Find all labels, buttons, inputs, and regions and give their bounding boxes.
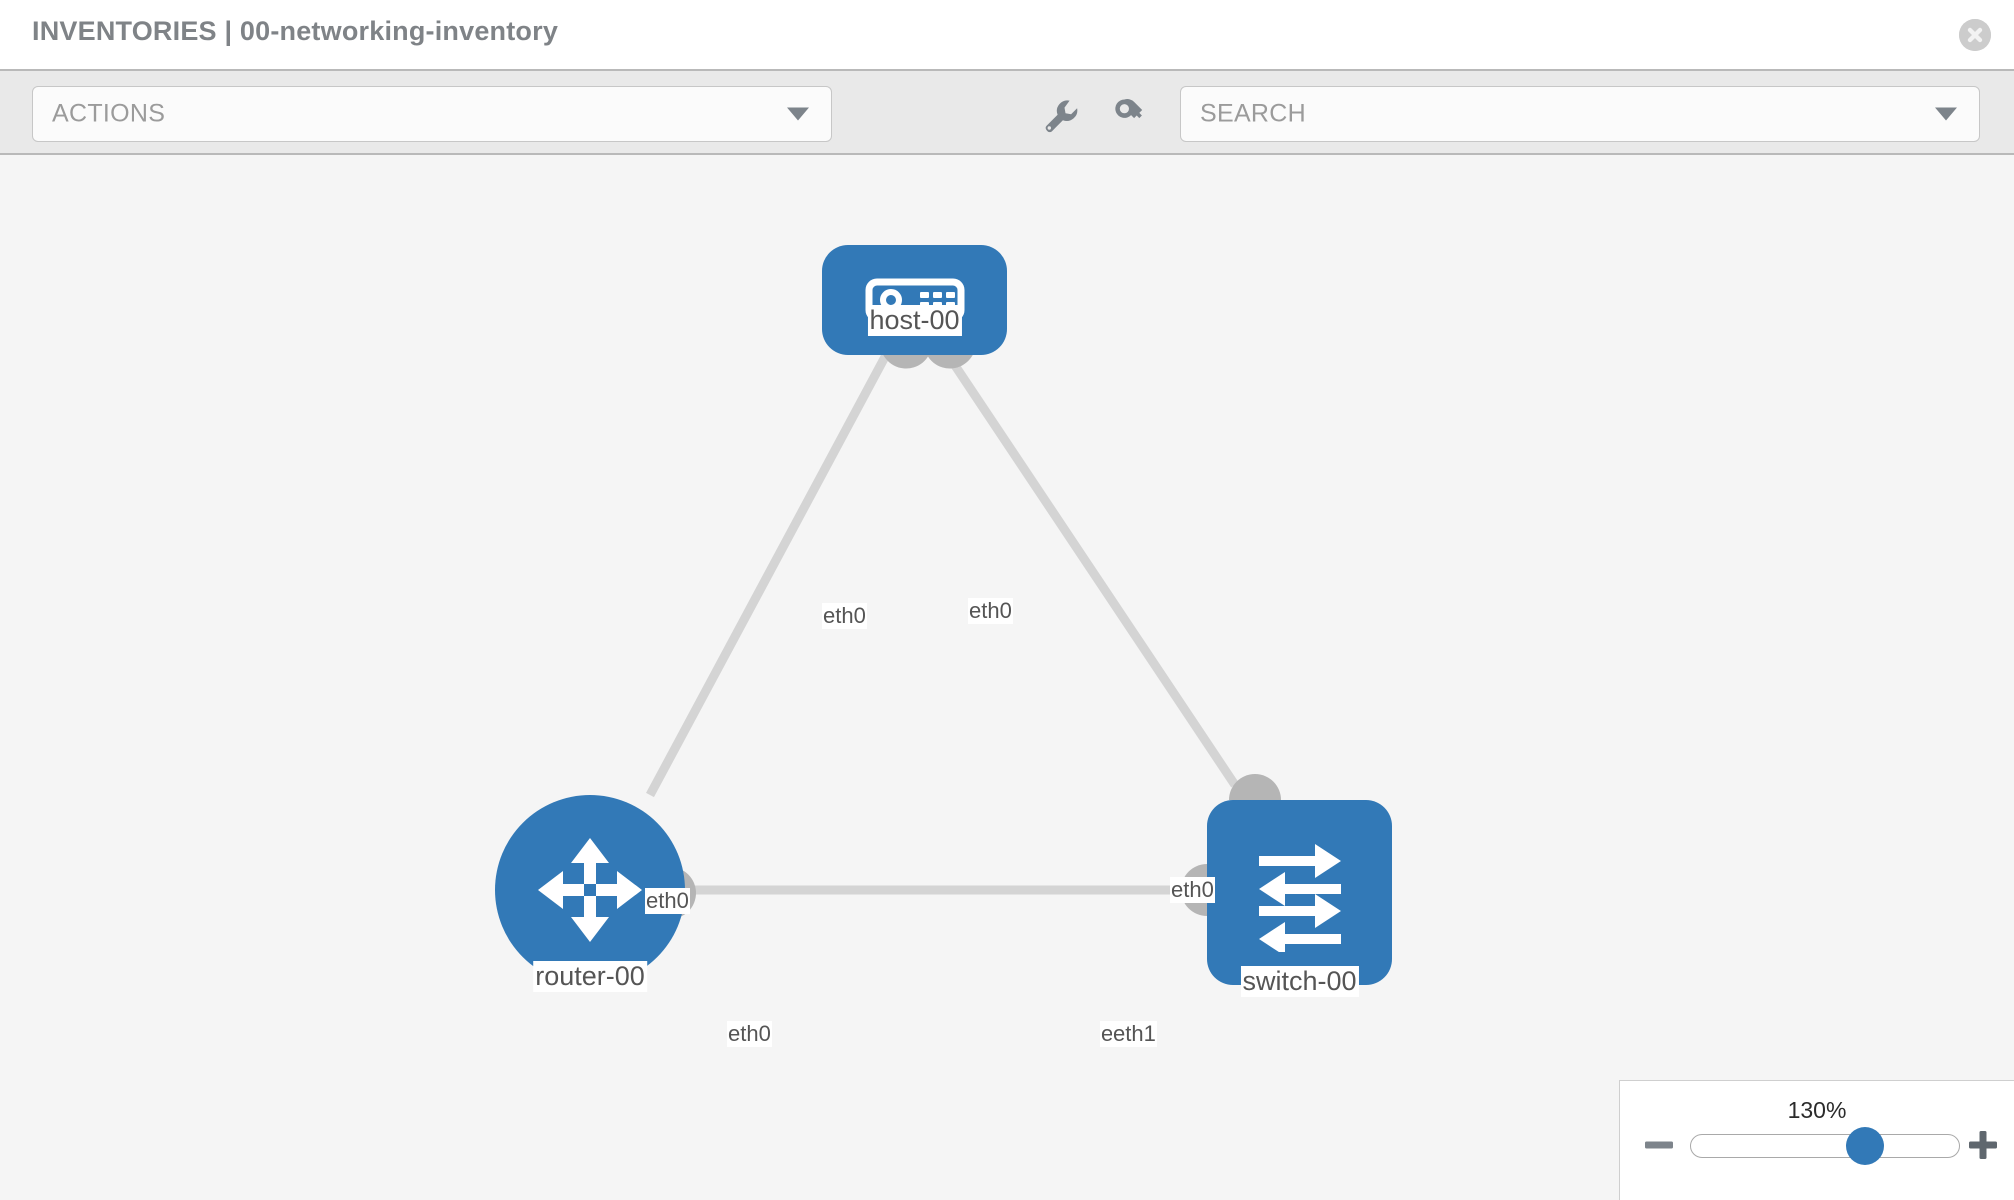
minus-icon[interactable] (1642, 1128, 1676, 1162)
page-title: INVENTORIES | 00-networking-inventory (32, 16, 559, 46)
search-input-placeholder: SEARCH (1200, 99, 1306, 128)
chevron-down-icon (1935, 107, 1957, 121)
window-header: INVENTORIES | 00-networking-inventory (0, 0, 2014, 69)
topology-canvas[interactable]: host-00 rou (0, 155, 2014, 1200)
iface-label-switch-up: eth0 (1170, 877, 1215, 903)
node-router-00[interactable]: router-00 (495, 795, 696, 992)
iface-label-switch-left: eth1 (1112, 1021, 1157, 1047)
router-arrows-icon (538, 838, 642, 942)
node-switch-00[interactable]: switch-00 (1181, 774, 1392, 997)
iface-label-router-right: eth0 (727, 1021, 772, 1047)
topology-links (646, 352, 1239, 895)
zoom-slider-track[interactable] (1690, 1134, 1960, 1158)
zoom-level-value: 130% (1787, 1097, 1847, 1123)
iface-label-router-up: eth0 (645, 888, 690, 914)
iface-label-host-right: eth0 (968, 598, 1013, 624)
key-icon[interactable] (1107, 93, 1151, 137)
zoom-control-panel: 130% (1619, 1080, 2014, 1200)
host-node-body[interactable] (822, 245, 1007, 355)
switch-node-body[interactable] (1207, 800, 1392, 985)
node-host-00[interactable]: host-00 (822, 245, 1007, 378)
node-label-host-00: host-00 (867, 305, 962, 336)
zoom-slider-handle[interactable] (1846, 1127, 1884, 1165)
actions-dropdown[interactable]: ACTIONS (32, 86, 832, 142)
iface-label-host-left: eth0 (822, 603, 867, 629)
search-dropdown[interactable]: SEARCH (1180, 86, 1980, 142)
plus-icon[interactable] (1966, 1128, 2000, 1162)
chevron-down-icon (787, 107, 809, 121)
node-label-switch-00: switch-00 (1240, 966, 1359, 997)
close-icon[interactable] (1959, 19, 1991, 51)
toolbar: ACTIONS SEARCH (0, 69, 2014, 155)
wrench-icon[interactable] (1038, 93, 1082, 137)
switch-arrows-icon (1258, 843, 1341, 952)
actions-dropdown-label: ACTIONS (52, 99, 166, 128)
node-label-router-00: router-00 (533, 961, 647, 992)
